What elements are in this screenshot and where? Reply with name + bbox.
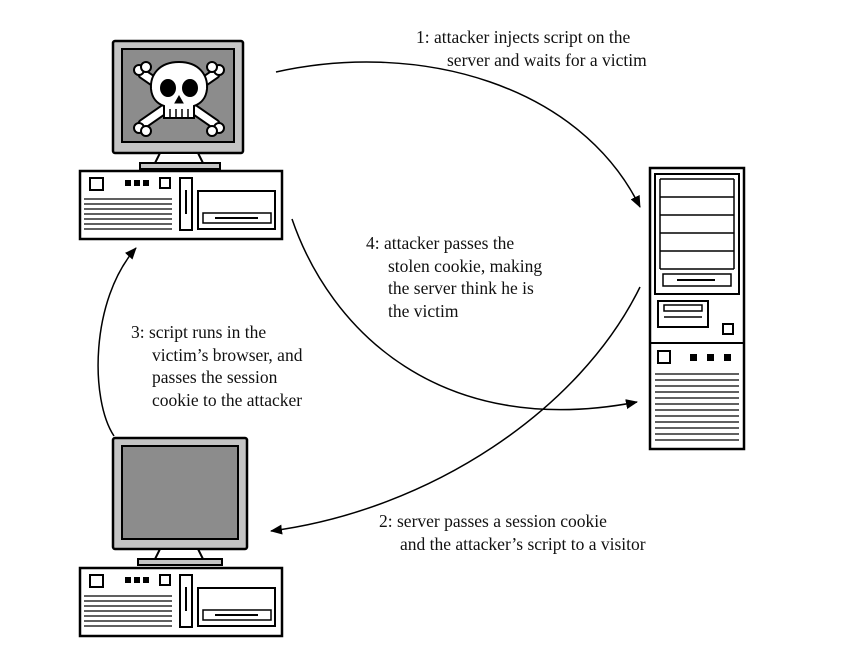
attacker-computer xyxy=(78,39,284,241)
step-2-label: 2: server passes a session cookie and th… xyxy=(379,510,646,555)
step-3-line-1: 3: script runs in the xyxy=(131,322,267,342)
step-3-label: 3: script runs in the victim’s browser, … xyxy=(131,321,302,411)
step-1-label: 1: attacker injects script on the server… xyxy=(416,26,647,71)
step-4-line-3: the server think he is xyxy=(388,278,534,298)
victim-computer xyxy=(78,436,284,638)
step-2-line-1: 2: server passes a session cookie xyxy=(379,511,607,531)
arrow-step-4 xyxy=(291,218,638,411)
step-1-line-2: server and waits for a victim xyxy=(447,49,647,70)
server xyxy=(648,166,746,451)
step-3-line-3: passes the session xyxy=(152,367,278,387)
arrow-step-1 xyxy=(275,61,641,208)
arrow-step-2 xyxy=(270,286,641,535)
step-3-line-2: victim’s browser, and xyxy=(152,344,303,365)
server-tower-icon xyxy=(648,166,746,451)
step-4-line-1: 4: attacker passes the xyxy=(366,233,515,253)
step-3-line-4: cookie to the attacker xyxy=(152,389,303,410)
step-4-line-4: the victim xyxy=(388,300,459,321)
step-4-line-2: stolen cookie, making xyxy=(388,255,543,276)
skull-crossbones-icon xyxy=(133,60,225,137)
step-4-label: 4: attacker passes the stolen cookie, ma… xyxy=(366,232,542,322)
step-1-line-1: 1: attacker injects script on the xyxy=(416,27,631,47)
step-2-line-2: and the attacker’s script to a visitor xyxy=(400,533,646,554)
desktop-computer-icon xyxy=(78,436,284,638)
arrow-step-3 xyxy=(97,247,137,437)
